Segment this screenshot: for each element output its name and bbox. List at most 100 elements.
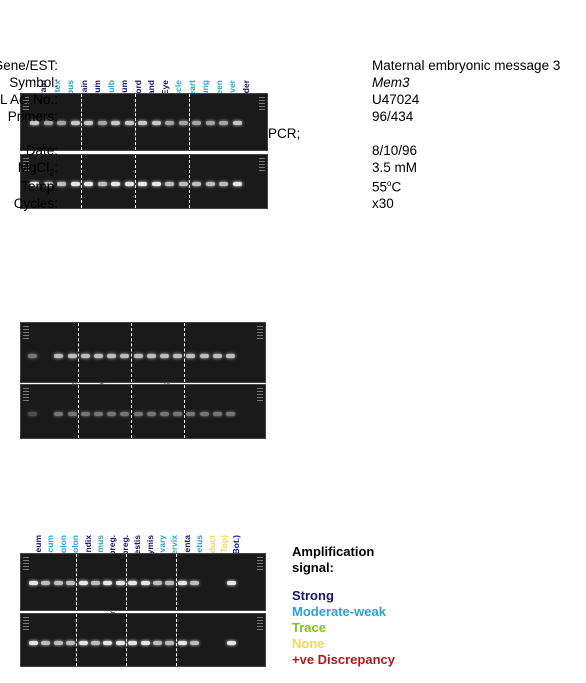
symbol-value: Mem3 (372, 75, 410, 90)
gel-band (43, 121, 53, 125)
panel-2: PancreasKidneyBladderAdrenal glandSkinAd… (20, 230, 270, 440)
lane-label: Skeletal muscle (172, 2, 184, 144)
lane-group-divider (76, 554, 78, 610)
lane-label: Gall bladder (240, 2, 252, 129)
panel-3: IleumCaecumAsc. colonDesc. colonAppendix… (20, 455, 270, 683)
gel-band (30, 182, 39, 186)
symbol-label: Symbol: (9, 75, 58, 90)
gel-band (178, 121, 188, 125)
gel-band (54, 354, 64, 358)
primers-label: Primers: (7, 109, 58, 124)
gel-band (67, 412, 77, 416)
gel-band (57, 121, 66, 125)
lane-group-divider (81, 155, 83, 208)
size-ladder (257, 614, 263, 666)
gel-band (226, 354, 235, 358)
gel-band (107, 354, 117, 358)
gel-band (78, 641, 88, 645)
lane-label: Striatum (91, 2, 103, 114)
gel-band (41, 641, 51, 645)
lane-group-divider (131, 323, 132, 382)
gel-band (80, 354, 90, 358)
lane-label: Ileum (33, 535, 43, 558)
size-ladder (23, 155, 29, 208)
size-ladder (23, 554, 29, 610)
legend-title-line1: Amplification (292, 544, 375, 559)
panel-1-gel-bottom (20, 154, 268, 209)
gel-band (128, 641, 138, 645)
gel-band (160, 354, 169, 358)
gel-band (226, 412, 235, 416)
lane-group-divider (81, 94, 83, 150)
gel-band (67, 354, 77, 358)
lane-group-divider (76, 614, 78, 666)
lane-group-divider (131, 385, 132, 438)
gel-band (111, 121, 120, 125)
gel-band (124, 182, 134, 186)
gel-band (124, 121, 134, 125)
panel-1: Whole brainCortexHippocampusMid brainStr… (20, 0, 270, 210)
lane-label: Spinal cord (132, 2, 144, 126)
size-ladder (23, 385, 29, 438)
panel-2-gel-top (20, 322, 266, 383)
lane-label: Cerebellum (118, 2, 130, 126)
panel-3-gel-bottom (20, 613, 266, 667)
gel-band (94, 354, 103, 358)
lane-group-divider (78, 385, 80, 438)
size-ladder (23, 94, 29, 150)
temp-value: 55oC (372, 179, 402, 195)
gel-band (177, 581, 187, 585)
lane-group-divider (78, 323, 80, 382)
panel-2-gel-bottom (20, 384, 266, 439)
gel-band (205, 121, 215, 125)
gel-band (192, 182, 201, 186)
lane-label: Heart (186, 80, 197, 102)
lane-label: Liver (227, 80, 237, 101)
size-ladder (23, 614, 29, 666)
gel-band (205, 182, 215, 186)
gel-band (120, 354, 130, 358)
size-ladder (23, 323, 29, 382)
legend: Amplification signal: Strong Moderate-we… (292, 544, 395, 668)
lane-label: Mamm.gland non-preg. (106, 457, 118, 629)
gel-band (128, 581, 138, 585)
legend-moderate: Moderate-weak (292, 604, 386, 619)
legend-discrepancy: +ve Discrepancy (292, 652, 395, 667)
gel-band (115, 581, 125, 585)
gel-band (66, 641, 76, 645)
gel-band (70, 182, 80, 186)
lane-label: Lung (200, 80, 210, 101)
lane-label: Desc. colon (69, 457, 81, 583)
lane-label: Testis (132, 535, 143, 559)
pcr-label: PCR; (268, 126, 301, 141)
gel-band (28, 354, 37, 358)
lane-label: Asc. colon (57, 457, 69, 578)
gel-band (43, 182, 53, 186)
gel-band (70, 121, 80, 125)
lane-label: Mid-term foetus (193, 457, 205, 599)
temp-label: Temp: (21, 179, 58, 194)
lane-group-divider (175, 554, 177, 610)
embl-value: U47024 (372, 92, 420, 107)
legend-strong: Strong (292, 588, 334, 603)
gel-band (212, 354, 222, 358)
gel-band (120, 412, 130, 416)
lane-label: Human DNA (Top) (218, 457, 230, 607)
gel-band (190, 581, 200, 585)
panel-3-lane-labels: IleumCaecumAsc. colonDesc. colonAppendix… (26, 455, 266, 629)
gel-band (91, 581, 100, 585)
date-label: Date: (25, 143, 58, 158)
lane-label: Appendix (82, 457, 94, 574)
gel-band (165, 182, 174, 186)
mgcl-value: 3.5 mM (372, 160, 418, 175)
gel-band (107, 412, 117, 416)
size-ladder (257, 385, 263, 438)
gel-band (219, 182, 228, 186)
gel-band (153, 581, 162, 585)
lane-label: Cervix (169, 535, 180, 561)
embl-label: EMBL Ac. No.: (0, 92, 58, 107)
lane-label: Mid brain (78, 2, 90, 118)
cycles-value: x30 (372, 196, 394, 211)
gel-band (160, 412, 169, 416)
gel-band (57, 182, 66, 186)
